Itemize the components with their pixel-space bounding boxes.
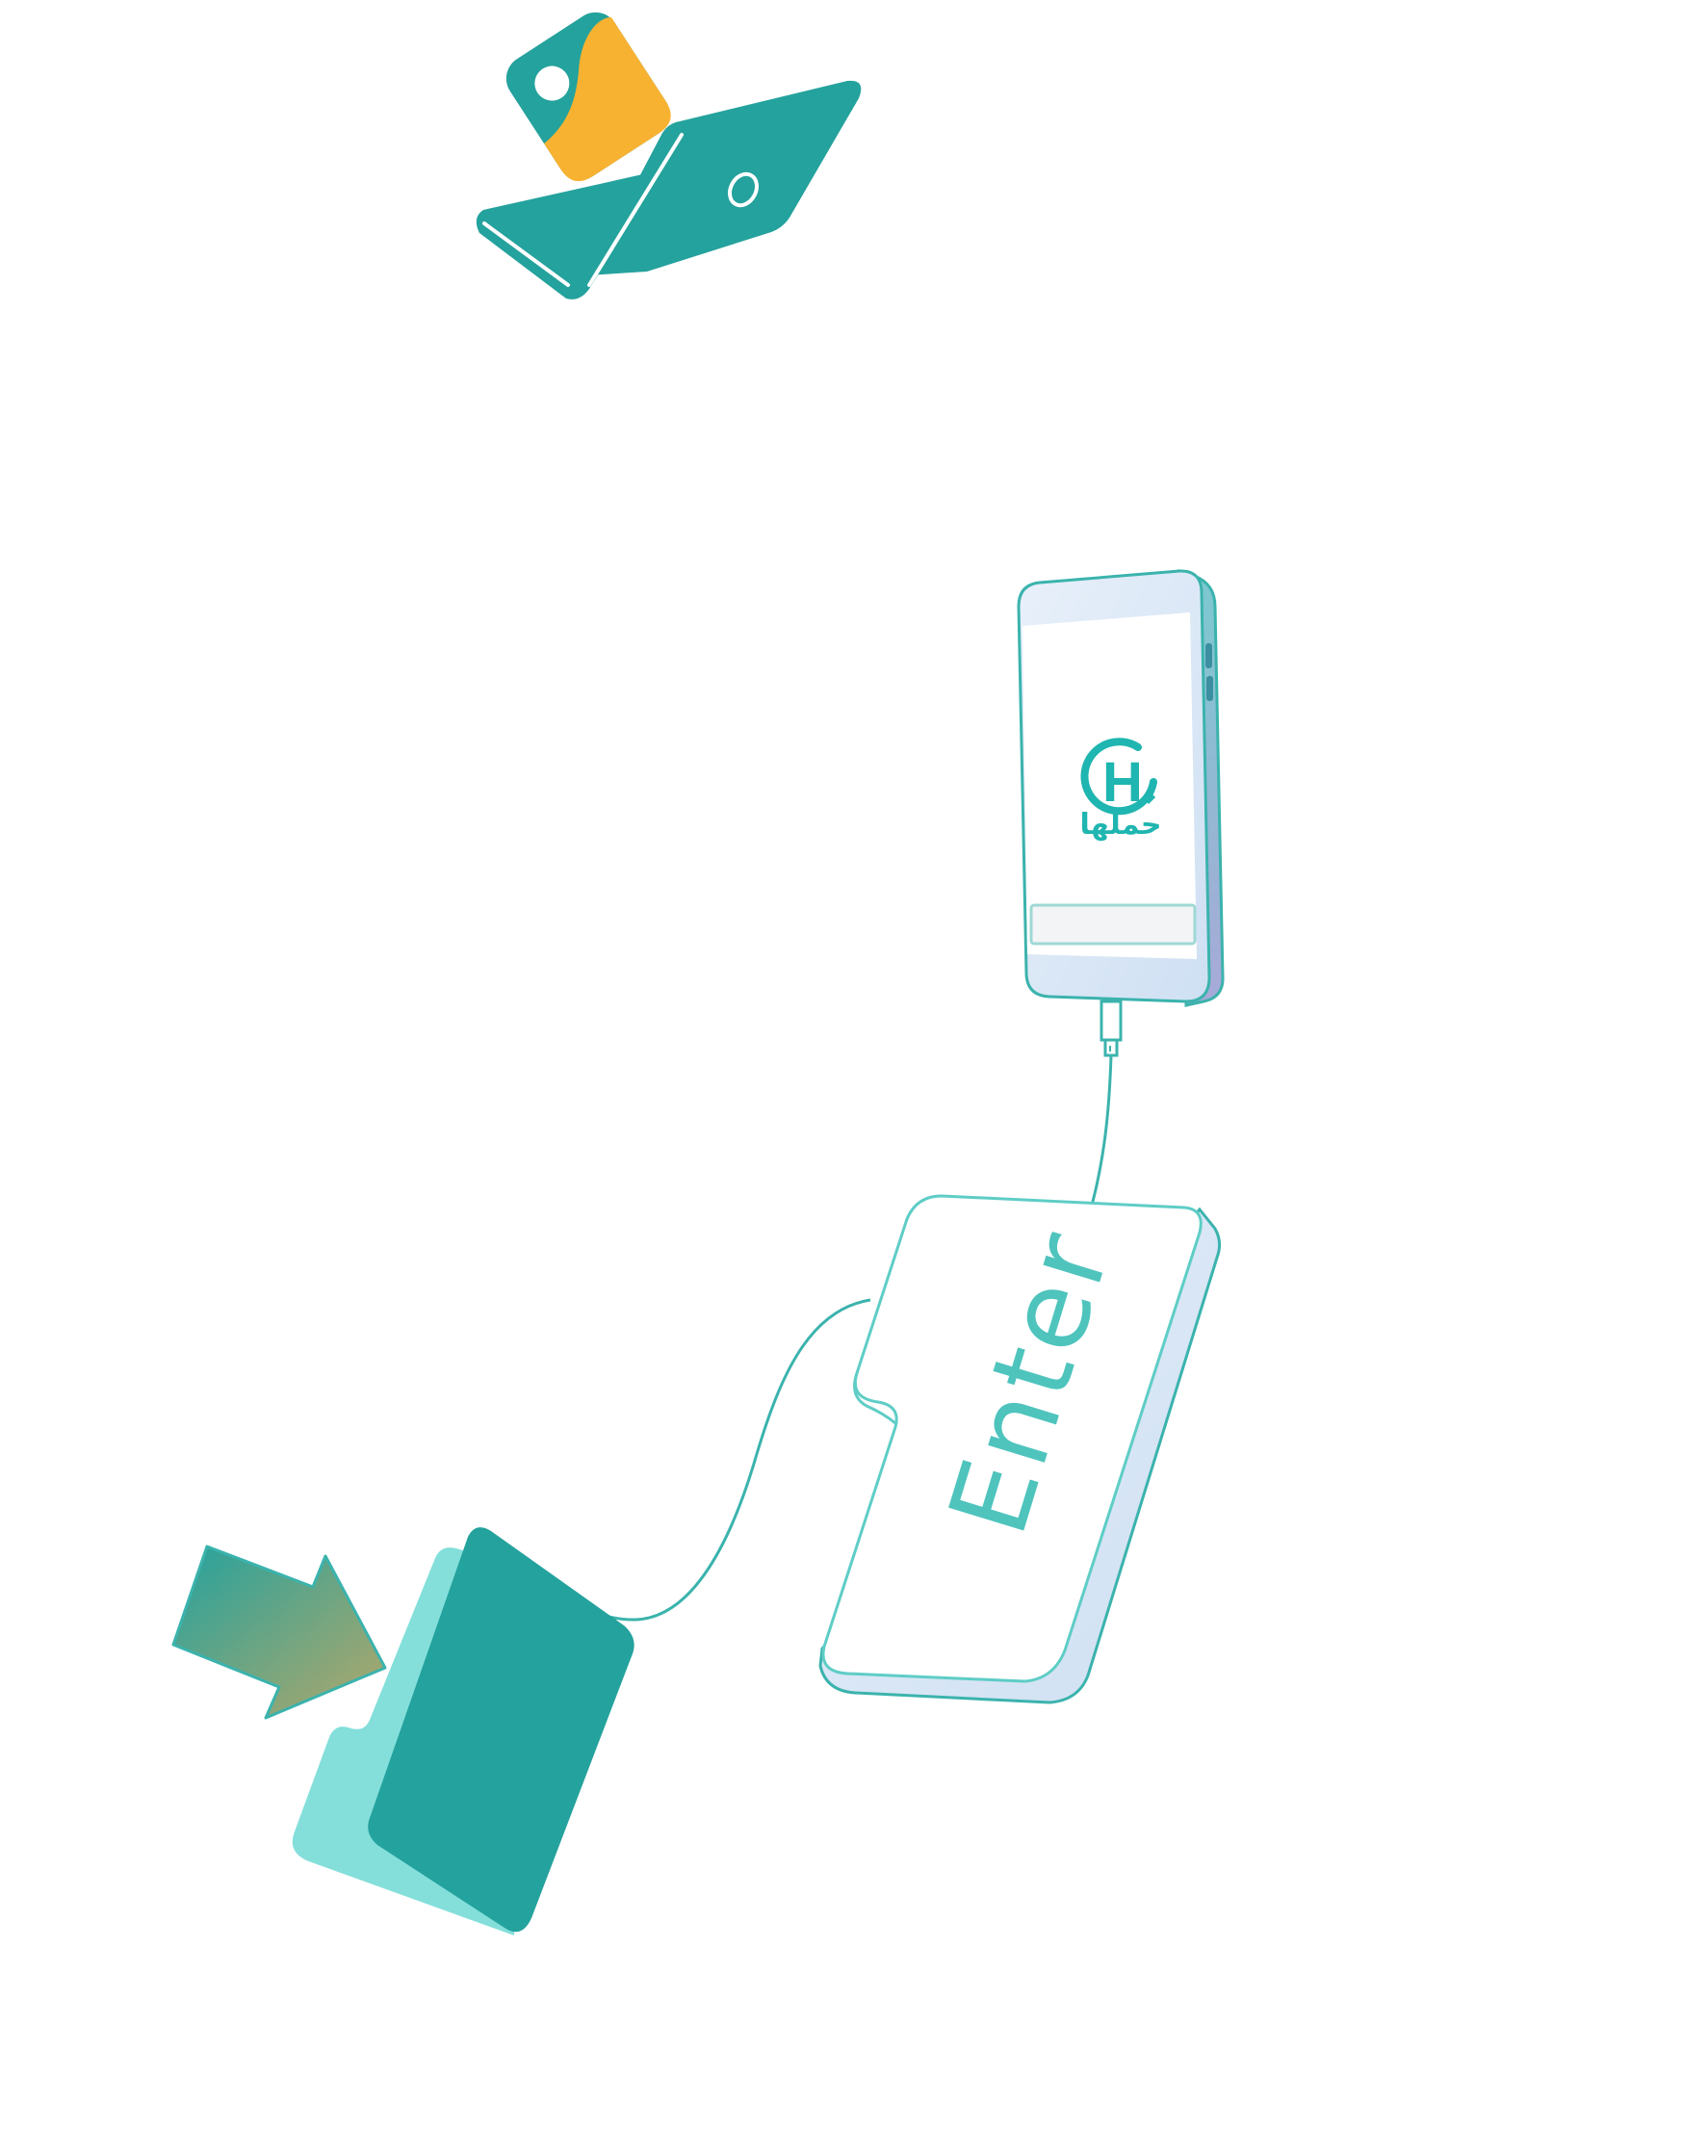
- folder-front-panel: [368, 1527, 634, 1933]
- enter-key-top: [821, 1194, 1203, 1683]
- folder-back-flap: [587, 80, 862, 276]
- app-name: حملها: [1079, 808, 1161, 842]
- phone-input-field[interactable]: [1029, 903, 1197, 946]
- cable-wire-to-folder: [537, 1298, 871, 1622]
- logo-letter: H: [1102, 751, 1143, 814]
- app-logo: H حملها: [1079, 738, 1162, 842]
- cable-wire: [1090, 1054, 1113, 1207]
- phone-screen: [1022, 612, 1197, 959]
- enter-key-icon[interactable]: Enter: [818, 1194, 1222, 1704]
- folder-icon: [292, 1527, 634, 1935]
- open-folder-with-image-icon: [476, 12, 862, 299]
- arrow-right-icon: [171, 1545, 387, 1720]
- image-card: [505, 12, 671, 182]
- smartphone-icon: H حملها: [1017, 568, 1225, 1007]
- folder-front: [476, 169, 664, 299]
